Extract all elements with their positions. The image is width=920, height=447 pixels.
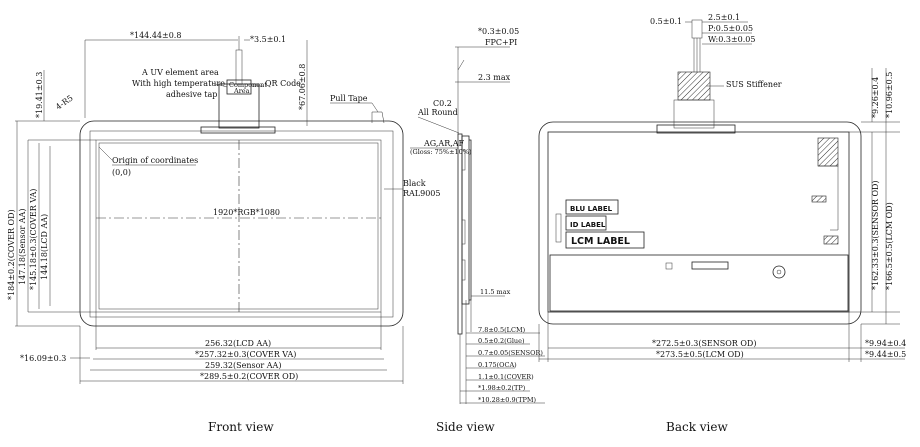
- dim-sensor-width: *272.5±0.3(SENSOR OD): [652, 339, 756, 348]
- dim-max23: 2.3 max: [478, 73, 511, 82]
- screw-hole: [772, 265, 786, 279]
- back-lcm-body: [547, 131, 850, 313]
- label-origin-xy: (0,0): [112, 168, 131, 177]
- label-id[interactable]: ID LABEL: [570, 221, 606, 229]
- dim-cover: 1.1±0.1(COVER): [478, 373, 534, 381]
- dim-corner: 4-R5: [54, 93, 75, 111]
- label-uv-area-2: With high temperature: [132, 79, 225, 88]
- dim-d25: 2.5±0.1: [708, 13, 740, 22]
- dim-d926: *9.26±0.4: [871, 77, 880, 118]
- back-stiffener: [677, 71, 711, 101]
- dim-lcm-height: *166.5±0.5(LCM OD): [885, 202, 894, 290]
- caption-back: Back view: [666, 420, 728, 434]
- dim-cover-od-width: *289.5±0.2(COVER OD): [200, 372, 298, 381]
- svg-text:Component: Component: [229, 81, 267, 89]
- label-coating: AG,AR,AF: [423, 139, 465, 148]
- front-view: Component Area *144.44±0.8 *3.5±0.1 *19.…: [7, 31, 440, 434]
- dim-width: W:0.3±0.05: [708, 35, 755, 44]
- dim-lcm: 7.8±0.5(LCM): [478, 326, 526, 334]
- dim-cover-va-height: *145.18±0.3(COVER VA): [29, 189, 38, 290]
- back-view: SUS Stiffener 0.5±0.1 2.5±0.1 P:0.5±0.05…: [538, 13, 906, 434]
- caption-front: Front view: [208, 420, 274, 434]
- label-round-c: C0.2: [433, 99, 452, 108]
- dim-oca: 0.175(OCA): [478, 361, 517, 369]
- dim-cover-height: *184±0.2(COVER OD): [7, 209, 16, 300]
- label-uv-area-1: A UV element area: [141, 68, 219, 77]
- dim-pin: *0.3±0.05: [478, 27, 519, 36]
- blu-label-box: [565, 199, 619, 215]
- dim-fpc-width: *3.5±0.1: [250, 35, 286, 44]
- label-stiffener: SUS Stiffener: [726, 80, 782, 89]
- dim-sensor-aa-width: 259.32(Sensor AA): [205, 361, 281, 370]
- dim-fpc-height: *67.06±0.8: [298, 64, 307, 110]
- dim-d944: *9.44±0.5: [865, 350, 906, 359]
- id-label-box: [565, 215, 607, 231]
- label-qr-code: QR Code: [265, 79, 301, 88]
- label-lcm[interactable]: LCM LABEL: [571, 236, 630, 247]
- dim-max115: 11.5 max: [480, 288, 511, 296]
- dim-pitch: P:0.5±0.05: [708, 24, 753, 33]
- front-active-inner: [98, 142, 379, 310]
- side-view: *0.3±0.05 FPC+PI 2.3 max C0.2 All Round …: [410, 27, 545, 434]
- dim-cover-va-width: *257.32±0.3(COVER VA): [195, 350, 296, 359]
- dim-tp: *1.98±0.2(TP): [478, 384, 526, 392]
- side-cover-glass: [457, 133, 463, 335]
- dim-lcd-aa-width: 256.32(LCD AA): [205, 339, 271, 348]
- dim-d994: *9.94±0.4: [865, 339, 906, 348]
- label-blu[interactable]: BLU LABEL: [570, 205, 613, 213]
- dim-cover-width: *144.44±0.8: [130, 31, 181, 40]
- dim-sensor: 0.7±0.05(SENSOR): [478, 349, 543, 357]
- label-round-all: All Round: [417, 108, 458, 117]
- label-uv-area-3: adhesive tap: [166, 90, 217, 99]
- dim-d05: 0.5±0.1: [650, 17, 682, 26]
- dim-left-offset: *16.09±0.3: [20, 354, 66, 363]
- dim-sensor-height: *162.33±0.3(SENSOR OD): [871, 180, 880, 290]
- front-lcm-inner: [89, 130, 394, 318]
- dim-lcd-aa-height: 144.18(LCD AA): [40, 214, 49, 280]
- label-fpc-pi: FPC+PI: [485, 38, 517, 47]
- front-fpc-tab: [200, 126, 276, 134]
- dim-d1096: *10.96±0.5: [885, 72, 894, 118]
- back-cover-outline: [538, 121, 862, 325]
- label-pull-tape: Pull Tape: [330, 94, 368, 103]
- caption-side: Side view: [436, 420, 495, 434]
- svg-text:Area: Area: [233, 87, 250, 95]
- dim-glue: 0.5±0.2(Glue): [478, 337, 525, 345]
- dim-top-offset: *19.41±0.3: [35, 72, 44, 118]
- lcm-label-box: [565, 231, 645, 249]
- dim-sensor-aa-height: 147.18(Sensor AA): [18, 209, 27, 285]
- dim-lcm-width: *273.5±0.5(LCM OD): [656, 350, 744, 359]
- label-coating-gloss: (Gloss: 75%±10%): [410, 148, 472, 156]
- label-ral: RAL9005: [403, 189, 440, 198]
- dim-tpm: *10.28±0.9(TPM): [478, 396, 537, 404]
- label-resolution: 1920*RGB*1080: [213, 208, 280, 217]
- connector: [691, 261, 729, 270]
- label-black: Black: [403, 179, 426, 188]
- label-origin: Origin of coordinates: [112, 156, 198, 165]
- front-active-area: [95, 139, 382, 313]
- front-cover-outline: [79, 120, 404, 327]
